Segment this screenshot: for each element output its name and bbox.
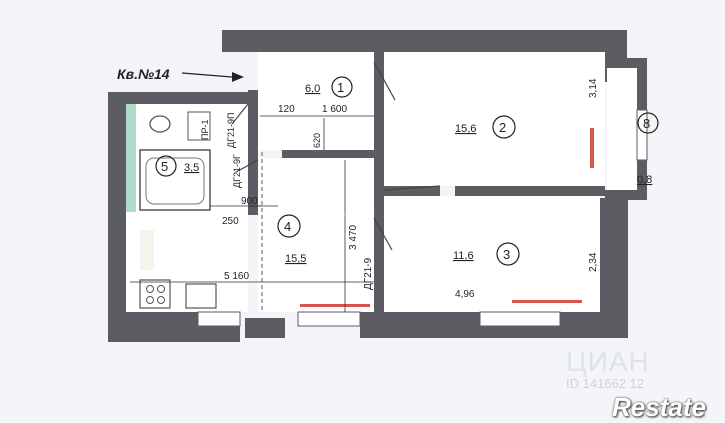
room-area-3: 11,6: [453, 250, 474, 262]
door-tag-pr: ПР-1: [200, 120, 210, 140]
room-area-8: 0,8: [637, 174, 652, 186]
room-area-5: 3,5: [184, 162, 199, 174]
room-number-2: 2: [499, 120, 506, 135]
entrance-label: Кв.№14: [117, 66, 170, 82]
restate-watermark: Restate: [612, 392, 706, 422]
room-number-3: 3: [503, 247, 510, 262]
room-area-1: 6,0: [305, 83, 320, 95]
vladis-watermark: ВЛАДИС: [318, 204, 376, 218]
dim-120: 120: [278, 104, 295, 115]
walls: [108, 30, 647, 342]
windows: [197, 109, 648, 327]
bathroom-fixtures: [126, 104, 211, 212]
room-area-2: 15,6: [455, 123, 476, 135]
cian-id-watermark: ID 141662 12: [566, 376, 645, 391]
room-number-1: 1: [337, 80, 344, 95]
dim-314: 3,14: [588, 78, 599, 98]
room-area-4: 15,5: [285, 253, 306, 265]
dim-900: 900: [241, 196, 258, 207]
room-number-5: 5: [161, 159, 168, 174]
door-tag-dg-kitchen: ДГ21-9: [363, 257, 374, 290]
door-tag-dg-bath: ДГ21-9П: [226, 113, 236, 148]
dim-496: 4,96: [455, 289, 475, 300]
door-tag-dg-small: ДГ21-9Г: [232, 154, 242, 188]
room-number-4: 4: [284, 219, 291, 234]
dim-620: 620: [312, 133, 322, 148]
room-number-circles: [155, 76, 659, 266]
entrance-arrow: [181, 72, 244, 82]
doors: [231, 61, 441, 251]
dim-250: 250: [222, 216, 239, 227]
floors: [126, 52, 637, 312]
kitchen-fixtures: [139, 230, 217, 309]
dim-5160: 5 160: [224, 271, 249, 282]
room-number-8: 8: [643, 116, 650, 131]
dim-1600: 1 600: [322, 104, 347, 115]
dim-3470: 3 470: [348, 225, 359, 250]
dimension-lines: [130, 115, 374, 312]
cian-watermark: ЦИАН: [566, 346, 650, 377]
dim-234: 2,34: [588, 252, 599, 272]
radiators: [300, 128, 594, 307]
